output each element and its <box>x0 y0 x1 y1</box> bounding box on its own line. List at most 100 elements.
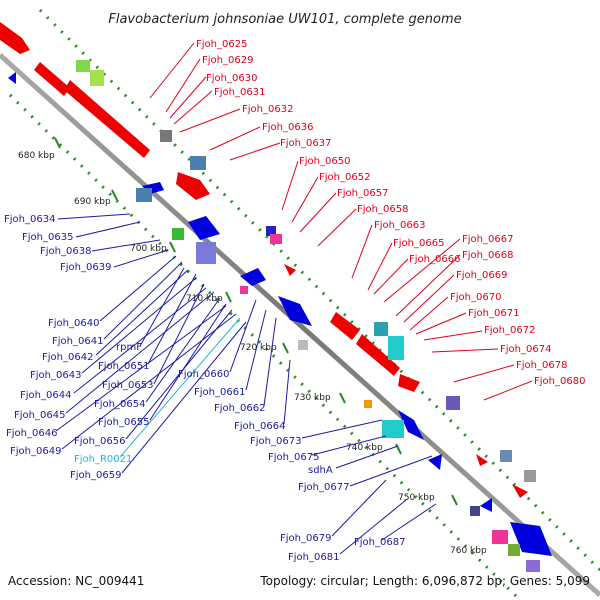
label-fjoh-0637[interactable]: Fjoh_0637 <box>280 138 331 149</box>
gene-fjoh-0625[interactable] <box>0 22 30 54</box>
gene-olive-rev-a[interactable] <box>508 544 520 556</box>
gene-fjoh-0672[interactable] <box>398 374 420 392</box>
label-fjoh-0654[interactable]: Fjoh_0654 <box>94 399 145 410</box>
gene-rev-a[interactable] <box>8 72 16 84</box>
gene-cyan-rev-a[interactable] <box>382 420 404 438</box>
label-fjoh-0669[interactable]: Fjoh_0669 <box>456 270 507 281</box>
tick-680 <box>54 137 61 149</box>
gene-violet-rev-b[interactable] <box>526 560 540 572</box>
label-fjoh-0659[interactable]: Fjoh_0659 <box>70 470 121 481</box>
connector-fjoh-0653 <box>153 283 205 385</box>
gene-fjoh-0640[interactable] <box>188 216 220 240</box>
label-fjoh-0687[interactable]: Fjoh_0687 <box>354 537 405 548</box>
label-fjoh-0657[interactable]: Fjoh_0657 <box>337 188 388 199</box>
gene-steel-b[interactable] <box>500 450 512 462</box>
gene-fjoh-0637[interactable] <box>176 172 210 200</box>
label-fjoh-0640[interactable]: Fjoh_0640 <box>48 318 99 329</box>
gene-fjoh-0681[interactable] <box>510 522 552 556</box>
gene-pink-rev-a[interactable] <box>240 286 248 294</box>
label-fjoh-0663[interactable]: Fjoh_0663 <box>374 220 425 231</box>
label-fjoh-0658[interactable]: Fjoh_0658 <box>357 204 408 215</box>
gene-fjoh-0680[interactable] <box>476 454 488 466</box>
gene-grey-a[interactable] <box>160 130 172 142</box>
label-fjoh-0653[interactable]: Fjoh_0653 <box>102 380 153 391</box>
label-fjoh-0649[interactable]: Fjoh_0649 <box>10 446 61 457</box>
gene-steel-a[interactable] <box>190 156 206 170</box>
label-fjoh-0680[interactable]: Fjoh_0680 <box>534 376 585 387</box>
gene-purple-a[interactable] <box>446 396 460 410</box>
label-sdha[interactable]: sdhA <box>308 465 333 476</box>
gene-green-rev-a[interactable] <box>172 228 184 240</box>
gene-cluster-b[interactable] <box>64 80 150 158</box>
gene-blue-a[interactable] <box>266 226 276 236</box>
label-fjoh-0650[interactable]: Fjoh_0650 <box>299 156 350 167</box>
gene-cluster-a[interactable] <box>34 62 70 96</box>
label-fjoh-0666[interactable]: Fjoh_0666 <box>409 254 460 265</box>
label-fjoh-0671[interactable]: Fjoh_0671 <box>468 308 519 319</box>
label-fjoh-0644[interactable]: Fjoh_0644 <box>20 390 71 401</box>
label-fjoh-0634[interactable]: Fjoh_0634 <box>4 214 55 225</box>
label-fjoh-0625[interactable]: Fjoh_0625 <box>196 39 247 50</box>
label-fjoh-0674[interactable]: Fjoh_0674 <box>500 344 551 355</box>
gene-fjoh-0658[interactable] <box>330 312 360 340</box>
label-fjoh-0635[interactable]: Fjoh_0635 <box>22 232 73 243</box>
label-fjoh-r0021[interactable]: Fjoh_R0021 <box>74 454 132 465</box>
label-fjoh-0636[interactable]: Fjoh_0636 <box>262 122 313 133</box>
label-fjoh-0670[interactable]: Fjoh_0670 <box>450 292 501 303</box>
gene-navy-rev-a[interactable] <box>470 506 480 516</box>
gene-cyan-a[interactable] <box>388 336 404 360</box>
forward-genes <box>0 22 536 498</box>
gene-steel-rev-a[interactable] <box>136 188 152 202</box>
label-fjoh-0672[interactable]: Fjoh_0672 <box>484 325 535 336</box>
label-fjoh-0675[interactable]: Fjoh_0675 <box>268 452 319 463</box>
label-fjoh-0645[interactable]: Fjoh_0645 <box>14 410 65 421</box>
gene-fjoh-0650[interactable] <box>284 264 296 276</box>
gene-green-b[interactable] <box>90 70 104 86</box>
connector-fjoh-0677 <box>349 455 433 487</box>
label-fjoh-0643[interactable]: Fjoh_0643 <box>30 370 81 381</box>
gene-fjoh-0687[interactable] <box>512 484 528 498</box>
gene-orange-rev-a[interactable] <box>364 400 372 408</box>
label-fjoh-0646[interactable]: Fjoh_0646 <box>6 428 57 439</box>
gene-green-a[interactable] <box>76 60 90 72</box>
gene-fjoh-0679[interactable] <box>480 498 492 512</box>
label-fjoh-0639[interactable]: Fjoh_0639 <box>60 262 111 273</box>
gene-grey-rev-a[interactable] <box>298 340 308 350</box>
label-fjoh-0677[interactable]: Fjoh_0677 <box>298 482 349 493</box>
label-fjoh-0678[interactable]: Fjoh_0678 <box>516 360 567 371</box>
label-fjoh-0660[interactable]: Fjoh_0660 <box>178 369 229 380</box>
label-fjoh-0631[interactable]: Fjoh_0631 <box>214 87 265 98</box>
label-fjoh-0655[interactable]: Fjoh_0655 <box>98 417 149 428</box>
label-fjoh-0652[interactable]: Fjoh_0652 <box>319 172 370 183</box>
gene-pink-rev-b[interactable] <box>492 530 508 544</box>
label-fjoh-0667[interactable]: Fjoh_0667 <box>462 234 513 245</box>
label-fjoh-0664[interactable]: Fjoh_0664 <box>234 421 285 432</box>
label-fjoh-0642[interactable]: Fjoh_0642 <box>42 352 93 363</box>
label-fjoh-0665[interactable]: Fjoh_0665 <box>393 238 444 249</box>
gene-fjoh-0677[interactable] <box>428 454 442 470</box>
label-fjoh-0630[interactable]: Fjoh_0630 <box>206 73 257 84</box>
gene-violet-rev-a[interactable] <box>196 242 216 264</box>
label-fjoh-0673[interactable]: Fjoh_0673 <box>250 436 301 447</box>
guide-tracks <box>8 8 600 600</box>
gene-grey-b[interactable] <box>524 470 536 482</box>
label-fjoh-0656[interactable]: Fjoh_0656 <box>74 436 125 447</box>
label-rpmf[interactable]: rpmF <box>116 342 142 353</box>
gene-fjoh-0660[interactable] <box>278 296 312 326</box>
label-fjoh-0651[interactable]: Fjoh_0651 <box>98 361 149 372</box>
label-fjoh-0641[interactable]: Fjoh_0641 <box>52 336 103 347</box>
label-fjoh-0662[interactable]: Fjoh_0662 <box>214 403 265 414</box>
connector-fjoh-0674 <box>431 348 499 353</box>
gene-fjoh-0673[interactable] <box>398 410 424 440</box>
gene-fjoh-0651[interactable] <box>240 268 266 286</box>
label-fjoh-0661[interactable]: Fjoh_0661 <box>194 387 245 398</box>
label-fjoh-0668[interactable]: Fjoh_0668 <box>462 250 513 261</box>
label-fjoh-0632[interactable]: Fjoh_0632 <box>242 104 293 115</box>
label-fjoh-0679[interactable]: Fjoh_0679 <box>280 533 331 544</box>
label-fjoh-0629[interactable]: Fjoh_0629 <box>202 55 253 66</box>
label-fjoh-0681[interactable]: Fjoh_0681 <box>288 552 339 563</box>
label-fjoh-0638[interactable]: Fjoh_0638 <box>40 246 91 257</box>
gene-fjoh-0663[interactable] <box>356 334 400 376</box>
gene-pink-a[interactable] <box>270 234 282 244</box>
gene-teal-a[interactable] <box>374 322 388 336</box>
